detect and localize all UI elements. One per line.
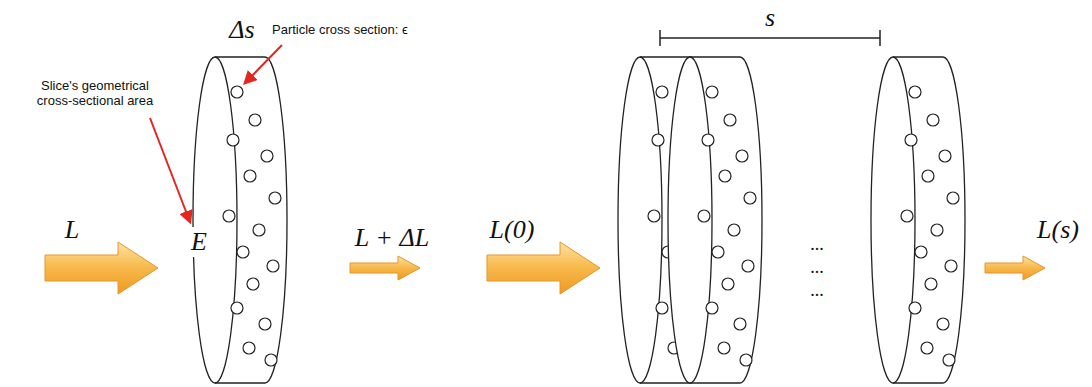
particle: [656, 302, 668, 314]
particle: [247, 278, 259, 290]
particle: [702, 134, 714, 146]
slices: [193, 57, 965, 383]
slice: [668, 57, 762, 383]
light-arrow: [985, 256, 1045, 280]
bracket-tick: [659, 30, 661, 46]
length-bracket: [660, 30, 880, 46]
particle: [939, 150, 951, 162]
particle: [905, 134, 917, 146]
particle: [231, 302, 243, 314]
particle: [237, 246, 249, 258]
particle: [227, 134, 239, 146]
particle: [706, 302, 718, 314]
particle: [656, 86, 668, 98]
particle: [937, 318, 949, 330]
particle: [736, 150, 748, 162]
particle: [744, 192, 756, 204]
particle: [921, 342, 933, 354]
particle: [915, 246, 927, 258]
particle: [719, 170, 731, 182]
particle: [742, 260, 754, 272]
particle: [243, 342, 255, 354]
particle: [740, 354, 752, 366]
luminance-label: L(s): [1035, 215, 1081, 245]
ellipsis-mark: ...: [808, 258, 826, 276]
particle: [947, 192, 959, 204]
ellipsis-mark: ...: [808, 235, 826, 253]
particle: [922, 170, 934, 182]
slice-outline: [871, 57, 965, 383]
particle: [265, 354, 277, 366]
slice-outline: [193, 57, 287, 383]
light-arrow: [350, 256, 420, 280]
particle: [927, 114, 939, 126]
callout-note: Particle cross section: ϵ: [272, 23, 408, 38]
particle: [724, 114, 736, 126]
slice-outline: [668, 57, 762, 383]
particle: [253, 224, 265, 236]
particle: [244, 170, 256, 182]
area-label: E: [189, 227, 209, 257]
luminance-label: L(0): [488, 215, 537, 245]
slice-front-face: [215, 57, 237, 383]
callout-arrow: [245, 45, 282, 83]
luminance-label: L: [63, 215, 81, 245]
callout-note: Slice's geometrical cross-sectional area: [25, 79, 165, 109]
particle: [943, 354, 955, 366]
callout-arrows: [150, 45, 282, 222]
slice-front-face: [640, 57, 662, 383]
bracket-line: [660, 37, 880, 39]
particle: [267, 260, 279, 272]
particle: [259, 318, 271, 330]
slice-front-face: [893, 57, 915, 383]
length-label: s: [763, 3, 777, 33]
particle: [261, 150, 273, 162]
bracket-tick: [879, 30, 881, 46]
particle: [734, 318, 746, 330]
particle: [652, 134, 664, 146]
particle: [728, 224, 740, 236]
particle: [269, 192, 281, 204]
slice: [871, 57, 965, 383]
particle: [698, 210, 710, 222]
particle: [945, 260, 957, 272]
particle: [706, 86, 718, 98]
ellipsis-mark: ...: [808, 281, 826, 299]
particle: [909, 86, 921, 98]
slice-front-face: [690, 57, 712, 383]
particle: [223, 210, 235, 222]
particle: [901, 210, 913, 222]
particle: [722, 278, 734, 290]
slice: [193, 57, 287, 383]
particle: [925, 278, 937, 290]
particle: [231, 86, 243, 98]
luminance-label: L + ΔL: [353, 223, 431, 253]
callout-arrow: [150, 118, 190, 222]
light-arrow: [45, 242, 158, 294]
particle: [931, 224, 943, 236]
particle: [718, 342, 730, 354]
particle: [249, 114, 261, 126]
slice-thickness-label: Δs: [227, 15, 256, 45]
light-arrow: [487, 242, 600, 294]
particle: [648, 210, 660, 222]
particle: [909, 302, 921, 314]
particle: [712, 246, 724, 258]
